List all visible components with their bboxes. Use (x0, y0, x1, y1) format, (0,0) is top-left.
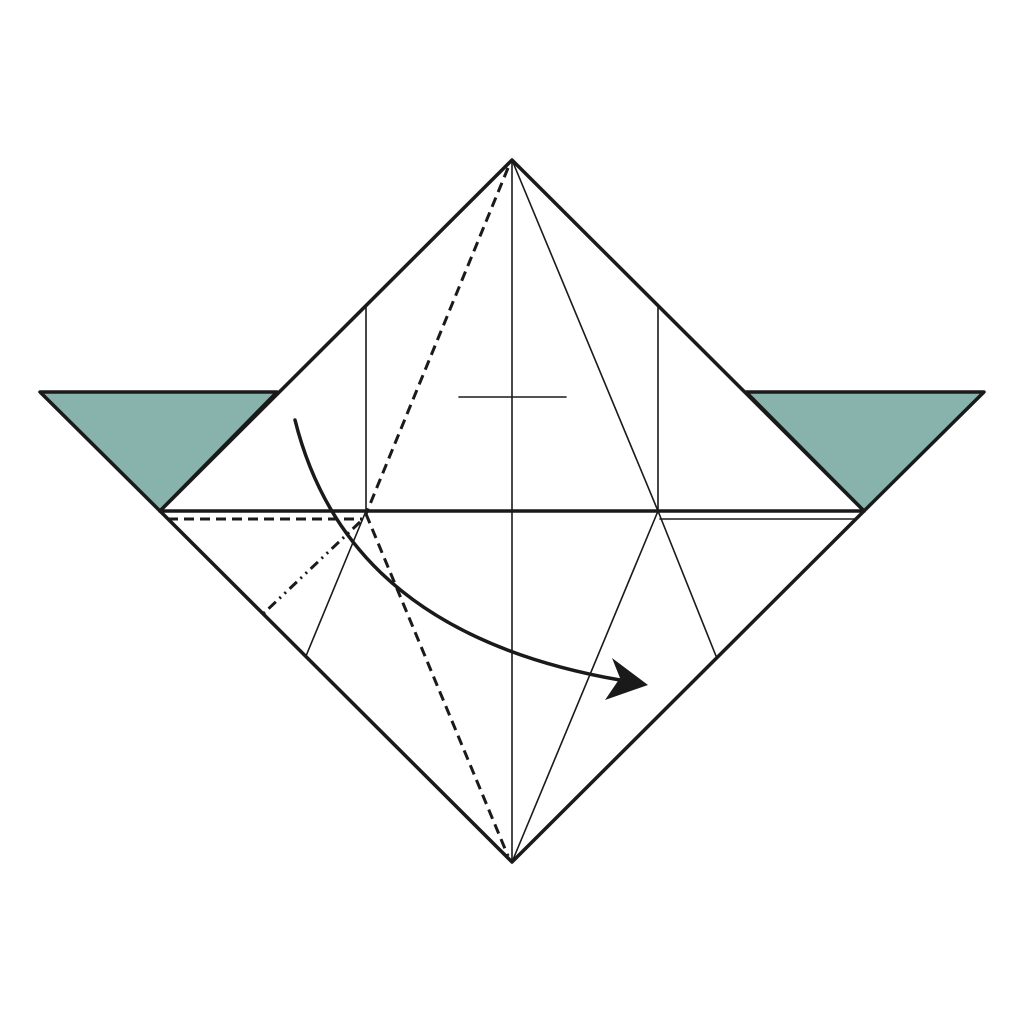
left-lower-crease (305, 510, 367, 657)
bottom-right-diagonal-crease (511, 510, 659, 863)
valley-fold-lines (168, 167, 510, 857)
valley-fold-upper (364, 167, 510, 515)
top-right-diagonal-crease (511, 159, 659, 512)
valley-fold-lower (364, 513, 510, 857)
right-lower-crease (657, 510, 717, 657)
fold-arrow (293, 418, 648, 700)
fold-arrow-head (605, 658, 648, 700)
paper-outline (158, 158, 866, 864)
fold-arrow-curve (293, 418, 622, 682)
mountain-fold-line (262, 520, 362, 615)
